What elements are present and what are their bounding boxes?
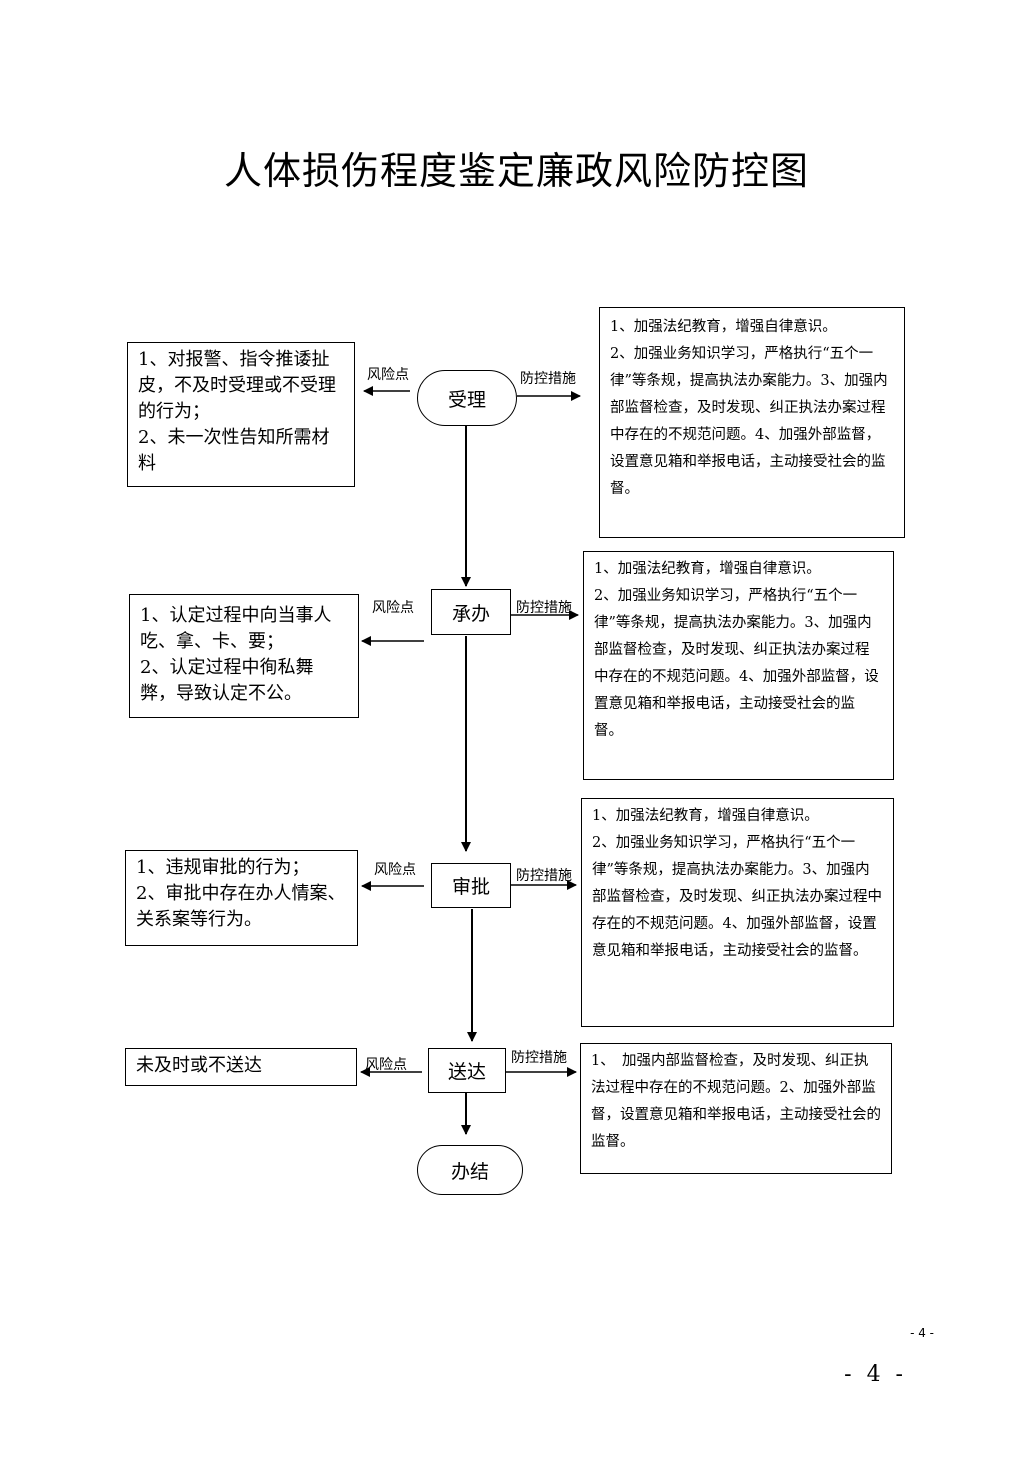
step-deliver-label: 送达 — [447, 1061, 486, 1083]
step-approve-label: 审批 — [451, 876, 490, 898]
risk-box-undertake: 1、认定过程中向当事人吃、拿、卡、要； 2、认定过程中徇私舞弊，导致认定不公。 — [129, 594, 359, 718]
control-item: 2、加强业务知识学习，严格执行“五个一律”等条规，提高执法办案能力。3、加强内部… — [610, 346, 888, 497]
control-box-undertake: 1、加强法纪教育，增强自律意识。 2、加强业务知识学习，严格执行“五个一律”等条… — [583, 551, 894, 780]
risk-box-accept: 1、对报警、指令推诿扯皮，不及时受理或不受理的行为； 2、未一次性告知所需材料 — [127, 342, 355, 487]
control-item: 1、加强法纪教育，增强自律意识。 — [592, 808, 819, 824]
step-undertake-label: 承办 — [451, 602, 490, 625]
control-item: 2、加强业务知识学习，严格执行“五个一律”等条规，提高执法办案能力。3、加强内部… — [594, 588, 879, 739]
step-accept-label: 受理 — [447, 388, 486, 411]
risk-label-approve: 风险点 — [374, 862, 416, 878]
risk-label-accept: 风险点 — [367, 367, 409, 383]
control-box-deliver: 1、 加强内部监督检查，及时发现、纠正执法过程中存在的不规范问题。2、加强外部监… — [580, 1043, 892, 1174]
step-accept: 受理 — [417, 370, 517, 426]
control-item: 1、加强法纪教育，增强自律意识。 — [594, 561, 821, 577]
risk-item: 2、审批中存在办人情案、关系案等行为。 — [136, 883, 346, 930]
control-label-approve: 防控措施 — [516, 868, 572, 884]
page-number: - 4 - — [844, 1362, 907, 1387]
risk-item: 1、对报警、指令推诿扯皮，不及时受理或不受理的行为； — [138, 349, 336, 422]
page-number-small: - 4 - — [910, 1326, 934, 1340]
step-undertake: 承办 — [431, 589, 511, 635]
step-approve: 审批 — [431, 863, 511, 908]
risk-item: 1、认定过程中向当事人吃、拿、卡、要； — [140, 605, 332, 652]
control-item: 2、加强业务知识学习，严格执行“五个一律”等条规，提高执法办案能力。3、加强内部… — [592, 835, 882, 959]
risk-item: 未及时或不送达 — [136, 1055, 262, 1076]
control-box-accept: 1、加强法纪教育，增强自律意识。 2、加强业务知识学习，严格执行“五个一律”等条… — [599, 307, 905, 538]
risk-label-deliver: 风险点 — [365, 1057, 407, 1073]
control-label-deliver: 防控措施 — [511, 1050, 567, 1066]
control-box-approve: 1、加强法纪教育，增强自律意识。 2、加强业务知识学习，严格执行“五个一律”等条… — [581, 798, 894, 1027]
step-finish: 办结 — [417, 1145, 523, 1195]
risk-box-approve: 1、违规审批的行为； 2、审批中存在办人情案、关系案等行为。 — [125, 850, 358, 946]
step-deliver: 送达 — [428, 1048, 506, 1093]
control-label-accept: 防控措施 — [520, 371, 576, 387]
risk-item: 2、未一次性告知所需材料 — [138, 427, 330, 474]
page-title: 人体损伤程度鉴定廉政风险防控图 — [223, 149, 809, 193]
risk-item: 1、违规审批的行为； — [136, 857, 310, 878]
control-item: 1、 加强内部监督检查，及时发现、纠正执法过程中存在的不规范问题。2、加强外部监… — [591, 1053, 881, 1150]
control-item: 1、加强法纪教育，增强自律意识。 — [610, 319, 837, 335]
risk-item: 2、认定过程中徇私舞弊，导致认定不公。 — [140, 657, 314, 704]
step-finish-label: 办结 — [450, 1160, 489, 1183]
risk-label-undertake: 风险点 — [372, 600, 414, 616]
control-label-undertake: 防控措施 — [516, 600, 572, 616]
risk-box-deliver: 未及时或不送达 — [125, 1048, 357, 1086]
